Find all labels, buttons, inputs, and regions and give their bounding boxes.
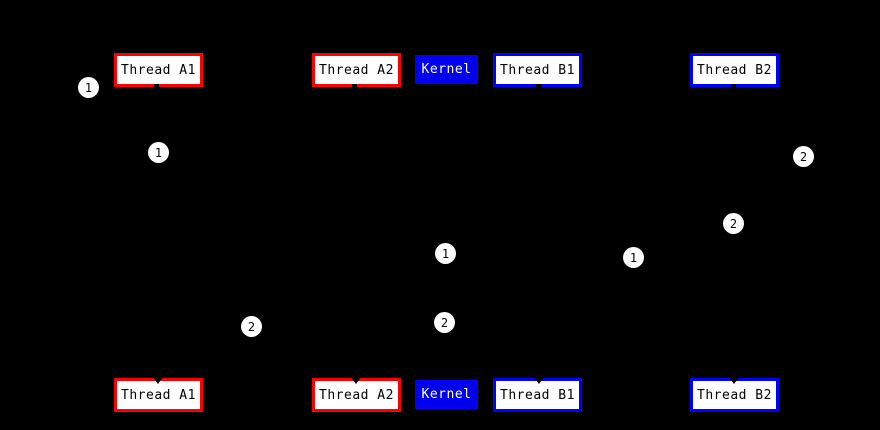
node-thread-a2-bottom: Thread A2 (312, 378, 401, 412)
step-badge-2: 2 (241, 316, 262, 337)
node-thread-b2-label: Thread B2 (697, 62, 772, 78)
lifeline-thread-a2 (355, 90, 357, 377)
connector-nub-b1 (536, 84, 541, 91)
lifeline-thread-b1 (537, 90, 539, 377)
step-badge-2: 2 (723, 213, 744, 234)
node-thread-b2-top: Thread B2 (690, 53, 779, 87)
step-badge-2: 2 (793, 146, 814, 167)
node-kernel-top: Kernel (415, 55, 478, 84)
node-thread-a2-top: Thread A2 (312, 53, 401, 87)
connector-nub-a2 (352, 84, 357, 91)
step-badge-1: 1 (78, 77, 99, 98)
step-badge-1: 1 (623, 247, 644, 268)
node-thread-b2-label: Thread B2 (697, 387, 772, 403)
node-thread-b1-top: Thread B1 (493, 53, 582, 87)
node-thread-a2-label: Thread A2 (319, 387, 394, 403)
connector-nub-a1 (154, 84, 159, 91)
node-thread-a2-label: Thread A2 (319, 62, 394, 78)
lifeline-kernel (445, 84, 447, 380)
node-thread-a1-label: Thread A1 (121, 387, 196, 403)
step-badge-2: 2 (434, 312, 455, 333)
arrowhead-into-b2 (729, 377, 739, 384)
node-kernel-label: Kernel (421, 387, 472, 402)
lifeline-thread-a1 (157, 90, 159, 377)
node-kernel-bottom: Kernel (415, 380, 478, 409)
arrowhead-into-a2 (351, 377, 361, 384)
node-thread-a1-bottom: Thread A1 (114, 378, 203, 412)
connector-nub-b2 (731, 84, 736, 91)
node-kernel-label: Kernel (421, 62, 472, 77)
node-thread-a1-top: Thread A1 (114, 53, 203, 87)
arrowhead-into-b1 (534, 377, 544, 384)
arrowhead-into-a1 (153, 377, 163, 384)
node-thread-b1-label: Thread B1 (500, 62, 575, 78)
node-thread-a1-label: Thread A1 (121, 62, 196, 78)
node-thread-b1-label: Thread B1 (500, 387, 575, 403)
step-badge-1: 1 (435, 243, 456, 264)
step-badge-1: 1 (148, 142, 169, 163)
